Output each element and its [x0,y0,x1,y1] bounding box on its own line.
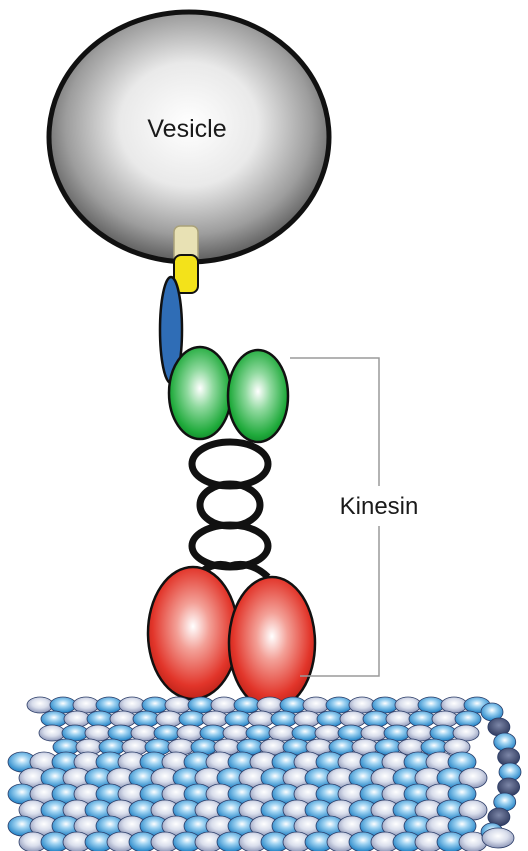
tubulin-subunit [133,711,159,727]
motor-head-right [229,577,315,709]
tubulin-subunit [41,711,67,727]
tubulin-subunit [441,697,467,713]
tubulin-subunit [165,697,191,713]
tubulin-subunit [156,711,182,727]
tubulin-subunit [39,725,65,741]
tubulin-subunit [73,697,99,713]
tubulin-subunit [62,725,88,741]
tubulin-subunit [384,725,410,741]
tubulin-subunit [202,711,228,727]
tubulin-subunit [257,697,283,713]
light-chain-right [228,350,288,442]
tubulin-subunit [188,697,214,713]
tubulin-subunit [418,697,444,713]
tubulin-subunit [349,697,375,713]
microtubule [8,697,521,851]
tubulin-subunit [361,725,387,741]
tubulin-subunit [154,725,180,741]
tubulin-subunit [292,725,318,741]
tubulin-subunit [234,697,260,713]
tubulin-subunit [27,697,53,713]
tubulin-subunit [294,711,320,727]
tubulin-subunit [280,697,306,713]
tubulin-subunit [179,711,205,727]
tubulin-subunit [453,725,479,741]
tubulin-subunit [407,725,433,741]
tubulin-subunit [110,711,136,727]
tubulin-subunit [430,725,456,741]
tubulin-subunit [303,697,329,713]
tubulin-subunit [246,725,272,741]
coiled-coil-stalk [192,442,268,577]
tubulin-subunit [108,725,134,741]
tubulin-subunit [482,828,514,848]
tubulin-subunit [131,725,157,741]
vesicle-label: Vesicle [147,115,226,143]
light-chain-left [169,347,231,439]
tubulin-subunit [372,697,398,713]
tubulin-subunit [64,711,90,727]
tubulin-subunit [338,725,364,741]
tubulin-subunit [386,711,412,727]
tubulin-subunit [326,697,352,713]
tubulin-subunit [317,711,343,727]
tubulin-subunit [96,697,122,713]
tubulin-subunit [340,711,366,727]
kinesin-label: Kinesin [340,493,419,520]
tubulin-subunit [248,711,274,727]
tubulin-subunit [211,697,237,713]
tubulin-subunit [85,725,111,741]
tubulin-subunit [142,697,168,713]
tubulin-subunit [269,725,295,741]
tubulin-subunit [315,725,341,741]
motor-head-left [148,567,238,699]
tubulin-subunit [225,711,251,727]
tubulin-subunit [223,725,249,741]
tubulin-subunit [87,711,113,727]
tubulin-subunit [409,711,435,727]
tubulin-subunit [455,711,481,727]
tubulin-subunit [50,697,76,713]
tubulin-subunit [395,697,421,713]
tubulin-subunit [200,725,226,741]
tubulin-subunit [271,711,297,727]
tubulin-subunit [119,697,145,713]
tubulin-subunit [177,725,203,741]
tubulin-subunit [363,711,389,727]
tubulin-subunit [432,711,458,727]
